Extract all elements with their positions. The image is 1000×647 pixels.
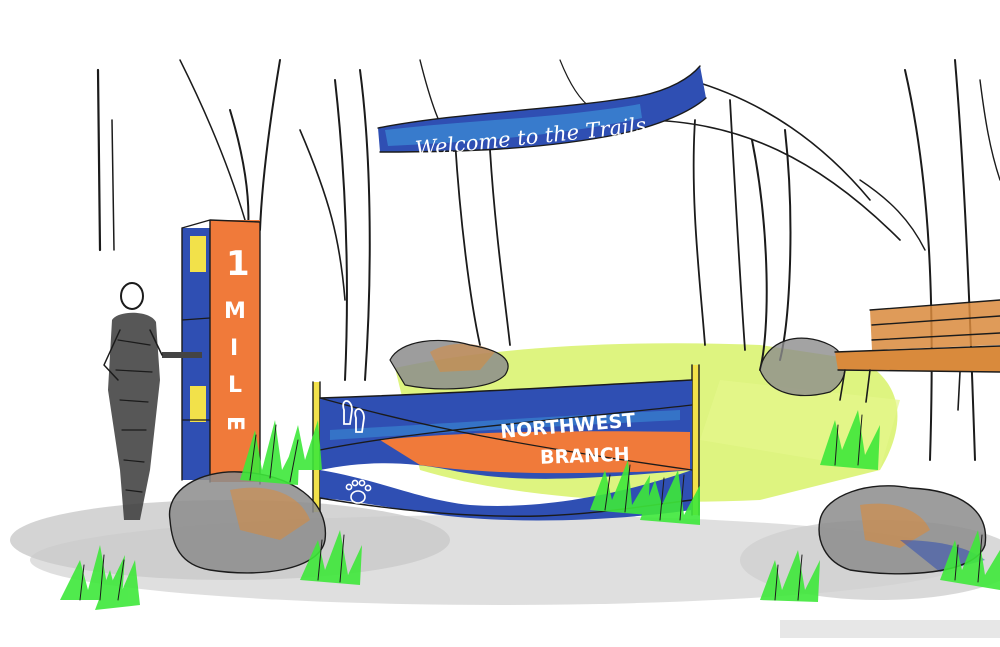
mile-marker-post: 1 M I L E [162,219,261,485]
mile-letter-l: L [228,373,242,398]
mile-letter-i: I [230,336,238,361]
trees [96,59,1000,461]
paw-print-icon [345,479,372,504]
mile-letter-m: M [224,299,246,324]
rocks [168,337,987,575]
sign-line-2: BRANCH [540,444,630,469]
welcome-banner: Welcome to the Trails [377,65,707,161]
mile-number: 1 [226,244,250,284]
person-figure [103,282,163,520]
grass-tufts [60,410,1000,610]
grass-strokes [79,414,983,601]
mile-letter-e: E [222,416,247,431]
wooden-bench [834,299,1000,411]
boot-print-icon [342,400,365,433]
